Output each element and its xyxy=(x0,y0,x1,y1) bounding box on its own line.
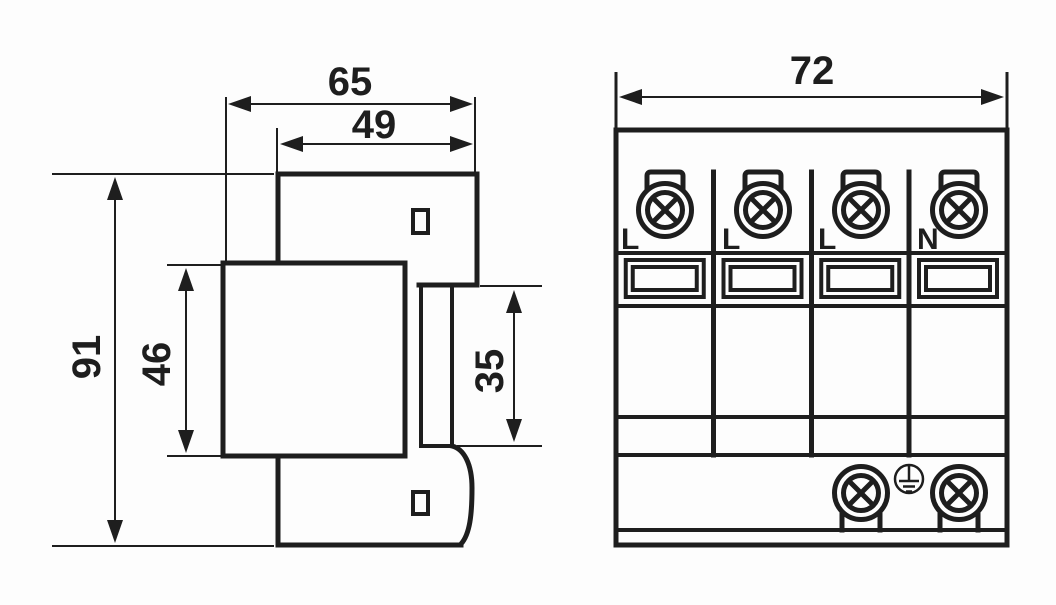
dim-label-overall-height: 91 xyxy=(65,335,109,380)
ground-terminal-icon xyxy=(832,464,890,533)
front-view: 72 xyxy=(613,49,1010,548)
upper-body-outline xyxy=(275,171,480,288)
dim-label-clip-height: 35 xyxy=(468,349,512,394)
window-inner xyxy=(826,265,895,292)
terminal-label: L xyxy=(722,223,740,256)
dim-overall-width: 65 xyxy=(225,60,476,262)
label-window-icon xyxy=(623,258,706,299)
dim-front-width: 72 xyxy=(614,49,1009,130)
arrowhead-right xyxy=(450,136,473,152)
window-outer xyxy=(917,258,999,299)
dim-overall-height: 91 xyxy=(52,173,274,547)
screw-terminal-icon xyxy=(930,169,988,239)
window-inner xyxy=(924,265,992,292)
screw-slot xyxy=(943,194,975,226)
arrowhead-right xyxy=(450,96,473,112)
lower-body-outline xyxy=(275,453,464,548)
arrowhead-left xyxy=(280,136,303,152)
screw-slot xyxy=(649,194,681,226)
screw-slot xyxy=(943,477,975,509)
label-window-icon xyxy=(917,258,999,299)
screw-terminal-icon xyxy=(734,169,792,239)
dim-upper-width: 49 xyxy=(276,103,473,172)
label-window-icon xyxy=(819,258,902,299)
earth-ground-icon xyxy=(893,463,925,495)
mounting-slot-icon xyxy=(411,490,430,516)
terminal-label: N xyxy=(917,223,939,256)
screw-slot xyxy=(845,477,877,509)
arrowhead-top xyxy=(107,177,123,200)
mounting-slot-icon xyxy=(411,208,430,235)
arrowhead-left xyxy=(228,96,251,112)
screw-slot xyxy=(845,194,877,226)
dim-label-overall-width: 65 xyxy=(328,60,373,104)
window-inner xyxy=(630,265,699,292)
screw-terminal-icon xyxy=(832,169,890,239)
dim-label-module-height: 46 xyxy=(135,342,179,387)
window-outer xyxy=(721,258,804,299)
dim-module-height: 46 xyxy=(135,264,221,457)
side-view: 65 49 91 46 xyxy=(52,60,542,548)
arrowhead-bottom xyxy=(506,419,522,442)
dim-label-front-width: 72 xyxy=(790,49,835,93)
screw-terminal-icon xyxy=(636,169,694,239)
terminal-label: L xyxy=(621,223,639,256)
din-rail-clip-icon xyxy=(419,283,454,448)
module-front-body xyxy=(220,260,408,459)
arrowhead-right xyxy=(981,89,1004,105)
lower-body-curve xyxy=(448,442,475,548)
arrowhead-bottom xyxy=(178,430,194,453)
arrowhead-left xyxy=(619,89,642,105)
dim-label-upper-width: 49 xyxy=(352,103,397,147)
enclosure-outline xyxy=(613,127,1010,548)
ground-terminal-icon xyxy=(930,464,988,533)
window-outer xyxy=(623,258,706,299)
screw-slot xyxy=(747,194,779,226)
window-inner xyxy=(728,265,797,292)
arrowhead-top xyxy=(178,268,194,291)
window-outer xyxy=(819,258,902,299)
terminal-label: L xyxy=(818,223,836,256)
dim-clip-height: 35 xyxy=(457,285,542,447)
arrowhead-bottom xyxy=(107,520,123,543)
label-window-icon xyxy=(721,258,804,299)
arrowhead-top xyxy=(506,290,522,313)
